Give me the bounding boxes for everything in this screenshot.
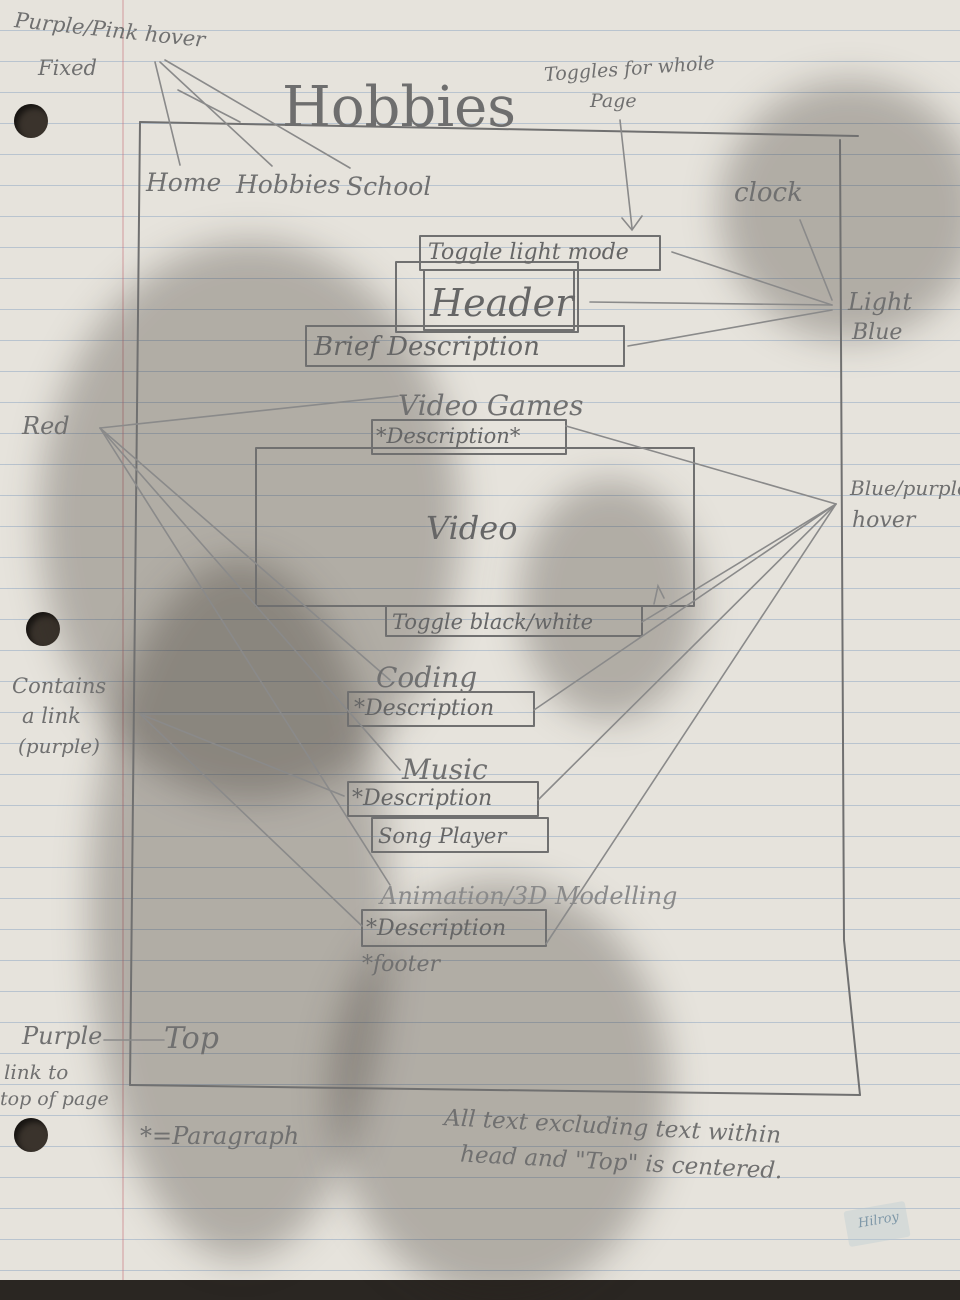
paragraph-key: *=Paragraph: [140, 1122, 300, 1150]
light-blue-pointer: [671, 251, 833, 306]
toggle-arrow: [653, 583, 665, 605]
music-title: Music: [402, 753, 488, 786]
toggle-bw-box: [385, 605, 643, 637]
brief-description-box: [305, 325, 625, 367]
light-blue-pointer: [627, 309, 833, 347]
light-blue-pointer: [589, 301, 833, 306]
page-title: Hobbies: [282, 75, 517, 140]
purple-note-2: link to: [4, 1060, 69, 1084]
nav-pointer: [177, 89, 241, 123]
frame-top: [139, 121, 859, 137]
nav-pointer: [164, 59, 351, 169]
nav-school[interactable]: School: [346, 172, 432, 201]
blue-purple-pointer: [565, 425, 837, 505]
coding-title: Coding: [376, 661, 478, 694]
frame-left: [129, 121, 141, 1086]
link-note-1: Contains: [12, 674, 107, 698]
toggle-light-mode[interactable]: Toggle light mode: [428, 240, 629, 265]
video-desc-box: [371, 419, 567, 455]
frame-right: [839, 139, 861, 1096]
animation-desc-box: [361, 909, 547, 947]
blue-purple-note-2: hover: [852, 508, 916, 533]
toggle-black-white[interactable]: Toggle black/white: [392, 610, 594, 634]
nav-pointer: [154, 61, 181, 166]
header-label: Header: [430, 281, 574, 325]
binder-hole: [14, 1118, 48, 1152]
red-pointer: [99, 427, 391, 681]
blue-purple-pointer: [537, 503, 837, 801]
video-games-title: Video Games: [398, 389, 584, 422]
binder-hole: [26, 612, 60, 646]
purple-note-3: top of page: [0, 1088, 109, 1110]
blue-purple-pointer: [545, 503, 837, 945]
toggles-arrow: [619, 119, 633, 229]
header-outer-box: [395, 261, 579, 333]
top-link[interactable]: Top: [164, 1021, 219, 1056]
purple-note-1: Purple: [22, 1022, 103, 1050]
brief-description: Brief Description: [314, 332, 540, 362]
blue-purple-pointer: [641, 503, 837, 623]
link-pointer: [139, 713, 345, 797]
red-pointer: [99, 427, 391, 886]
clock-pointer: [799, 219, 833, 301]
blue-purple-pointer: [533, 503, 837, 711]
animation-title: Animation/3D Modelling: [380, 882, 678, 910]
footer-label: *footer: [362, 952, 441, 977]
red-note: Red: [22, 412, 70, 440]
red-pointer: [99, 395, 399, 429]
nav-pointer: [159, 61, 273, 167]
frame-bottom: [129, 1084, 861, 1096]
link-pointer: [139, 713, 363, 927]
video-placeholder[interactable]: Video: [426, 509, 518, 547]
light-blue-note-2: Blue: [852, 320, 903, 345]
song-player[interactable]: Song Player: [378, 824, 507, 848]
link-note-3: (purple): [18, 734, 100, 758]
link-note-2: a link: [22, 704, 81, 728]
video-games-desc: *Description*: [376, 424, 521, 448]
coding-desc-box: [347, 691, 535, 727]
animation-desc: *Description: [366, 916, 507, 941]
toggles-note-2: Page: [590, 90, 637, 112]
nav-hobbies[interactable]: Hobbies: [236, 170, 341, 199]
nav-style-note-2: Fixed: [38, 56, 98, 80]
clock-note: clock: [734, 178, 803, 208]
light-blue-note-1: Light: [848, 288, 913, 316]
song-player-box: [371, 817, 549, 853]
coding-desc: *Description: [354, 696, 495, 721]
red-pointer: [99, 427, 401, 771]
toggles-arrow-head: [621, 215, 643, 232]
music-desc: *Description: [352, 786, 493, 811]
nav-home[interactable]: Home: [146, 168, 222, 197]
header-box: [423, 269, 575, 331]
margin-line: [122, 0, 124, 1280]
blue-purple-note-1: Blue/purple: [850, 476, 960, 500]
binder-hole: [14, 104, 48, 138]
